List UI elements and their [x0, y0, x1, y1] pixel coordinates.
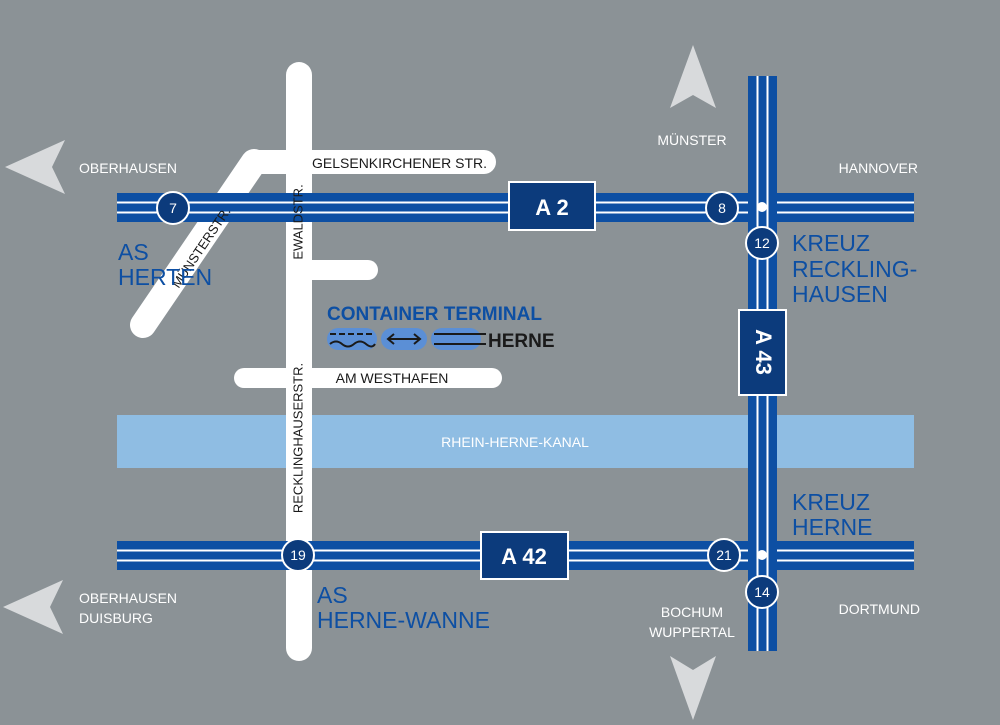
- container-transfer-icon: [327, 328, 486, 350]
- arrow-west-top-icon: [5, 140, 65, 194]
- svg-text:7: 7: [169, 200, 177, 216]
- destination-dortmund: DORTMUND: [839, 601, 920, 617]
- svg-text:8: 8: [718, 200, 726, 216]
- muenster-str-road: [130, 149, 267, 338]
- kreuz-recklinghausen-label: KREUZ RECKLING- HAUSEN: [792, 230, 917, 307]
- svg-text:14: 14: [754, 584, 770, 600]
- a42-label: A 42: [501, 544, 547, 569]
- arrow-west-bottom-icon: [3, 580, 63, 634]
- svg-text:HERNE: HERNE: [792, 514, 873, 540]
- as-herne-wanne-label: AS HERNE-WANNE: [317, 582, 490, 633]
- exit-14-icon: 14: [745, 575, 779, 609]
- svg-text:12: 12: [754, 235, 770, 251]
- svg-text:AS: AS: [317, 582, 348, 608]
- recklinghauser-str-label: RECKLINGHAUSERSTR.: [290, 363, 305, 513]
- exit-12-icon: 12: [745, 226, 779, 260]
- destination-duisburg: DUISBURG: [79, 610, 153, 626]
- as-herten-label: AS HERTEN: [118, 239, 212, 290]
- exit-8-icon: 8: [705, 191, 739, 225]
- gelsenkirchener-str-label: GELSENKIRCHENER STR.: [312, 155, 487, 171]
- svg-text:AS: AS: [118, 239, 149, 265]
- svg-text:HERTEN: HERTEN: [118, 264, 212, 290]
- svg-text:19: 19: [290, 547, 306, 563]
- exit-21-icon: 21: [707, 538, 741, 572]
- svg-text:KREUZ: KREUZ: [792, 489, 870, 515]
- svg-text:HAUSEN: HAUSEN: [792, 281, 888, 307]
- terminal-name: HERNE: [488, 331, 555, 352]
- kreuz-recklinghausen-node: [757, 202, 767, 212]
- canal-label: RHEIN-HERNE-KANAL: [441, 434, 589, 450]
- terminal-title: CONTAINER TERMINAL: [327, 304, 542, 325]
- destination-oberhausen-top: OBERHAUSEN: [79, 160, 177, 176]
- canal: [117, 415, 914, 468]
- am-westhafen-label: AM WESTHAFEN: [336, 370, 449, 386]
- svg-text:RECKLING-: RECKLING-: [792, 256, 917, 282]
- destination-bochum: BOCHUM: [661, 604, 723, 620]
- svg-text:HERNE-WANNE: HERNE-WANNE: [317, 607, 490, 633]
- exit-19-icon: 19: [281, 538, 315, 572]
- arrow-south-icon: [670, 656, 716, 720]
- destination-wuppertal: WUPPERTAL: [649, 624, 735, 640]
- a2-shield: A 2: [508, 181, 596, 231]
- svg-text:21: 21: [716, 547, 732, 563]
- destination-hannover: HANNOVER: [839, 160, 918, 176]
- svg-text:KREUZ: KREUZ: [792, 230, 870, 256]
- kreuz-herne-node: [757, 550, 767, 560]
- a2-label: A 2: [535, 195, 568, 220]
- destination-muenster: MÜNSTER: [657, 131, 726, 148]
- arrow-north-icon: [670, 45, 716, 108]
- exit-7-icon: 7: [156, 191, 190, 225]
- ewald-str-label: EWALDSTR.: [290, 184, 305, 259]
- a43-label: A 43: [751, 329, 776, 375]
- container-terminal-logo: CONTAINER TERMINAL HERNE: [327, 304, 555, 352]
- a43-shield: A 43: [738, 309, 787, 396]
- destination-oberhausen-bottom: OBERHAUSEN: [79, 590, 177, 606]
- kreuz-herne-label: KREUZ HERNE: [792, 489, 873, 540]
- a42-shield: A 42: [480, 531, 569, 580]
